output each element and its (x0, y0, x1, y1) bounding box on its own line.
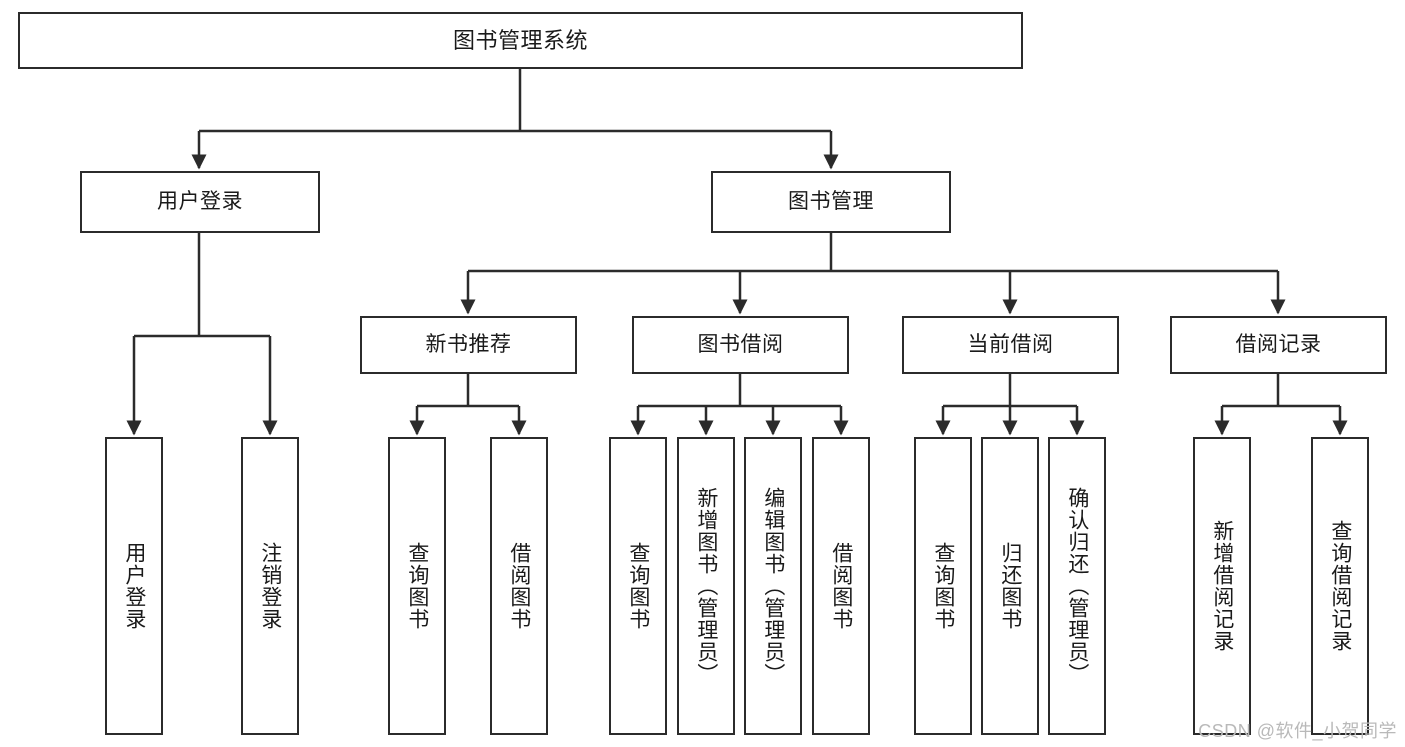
node-leaf-user-login[interactable]: 用户登录 (105, 437, 163, 735)
node-leaf-borrow-book-2[interactable]: 借阅图书 (812, 437, 870, 735)
node-new-book-recommend-label: 新书推荐 (425, 332, 512, 356)
node-current-borrow[interactable]: 当前借阅 (902, 316, 1119, 374)
node-leaf-query-book-3[interactable]: 查询图书 (914, 437, 972, 735)
node-leaf-borrow-book-1[interactable]: 借阅图书 (490, 437, 548, 735)
node-leaf-query-record-label: 查询借阅记录 (1328, 520, 1352, 652)
node-leaf-add-record[interactable]: 新增借阅记录 (1193, 437, 1251, 735)
node-leaf-add-book[interactable]: 新增图书（管理员） (677, 437, 735, 735)
node-leaf-add-book-label: 新增图书（管理员） (694, 487, 718, 685)
node-leaf-query-book-2-label: 查询图书 (626, 542, 650, 630)
node-leaf-query-book-1-label: 查询图书 (405, 542, 429, 630)
node-leaf-logout-login-label: 注销登录 (258, 542, 282, 630)
node-leaf-query-book-2[interactable]: 查询图书 (609, 437, 667, 735)
node-leaf-confirm-return[interactable]: 确认归还（管理员） (1048, 437, 1106, 735)
node-leaf-query-book-1[interactable]: 查询图书 (388, 437, 446, 735)
node-leaf-edit-book[interactable]: 编辑图书（管理员） (744, 437, 802, 735)
node-user-login[interactable]: 用户登录 (80, 171, 320, 233)
node-book-borrow[interactable]: 图书借阅 (632, 316, 849, 374)
node-borrow-record-label: 借阅记录 (1235, 332, 1322, 356)
node-leaf-borrow-book-1-label: 借阅图书 (507, 542, 531, 630)
node-leaf-user-login-label: 用户登录 (122, 542, 146, 630)
node-leaf-add-record-label: 新增借阅记录 (1210, 520, 1234, 652)
node-book-manage[interactable]: 图书管理 (711, 171, 951, 233)
node-borrow-record[interactable]: 借阅记录 (1170, 316, 1387, 374)
node-leaf-return-book-label: 归还图书 (998, 542, 1022, 630)
node-current-borrow-label: 当前借阅 (967, 332, 1054, 356)
node-leaf-return-book[interactable]: 归还图书 (981, 437, 1039, 735)
node-leaf-logout-login[interactable]: 注销登录 (241, 437, 299, 735)
node-root-label: 图书管理系统 (452, 27, 588, 53)
node-leaf-borrow-book-2-label: 借阅图书 (829, 542, 853, 630)
node-leaf-confirm-return-label: 确认归还（管理员） (1065, 487, 1089, 685)
node-book-manage-label: 图书管理 (788, 189, 874, 213)
node-root[interactable]: 图书管理系统 (18, 12, 1023, 69)
node-leaf-query-book-3-label: 查询图书 (931, 542, 955, 630)
node-user-login-label: 用户登录 (157, 189, 243, 213)
node-leaf-edit-book-label: 编辑图书（管理员） (761, 487, 785, 685)
node-new-book-recommend[interactable]: 新书推荐 (360, 316, 577, 374)
node-book-borrow-label: 图书借阅 (697, 332, 784, 356)
csdn-watermark: CSDN @软件_小贺同学 (1198, 721, 1397, 741)
node-leaf-query-record[interactable]: 查询借阅记录 (1311, 437, 1369, 735)
